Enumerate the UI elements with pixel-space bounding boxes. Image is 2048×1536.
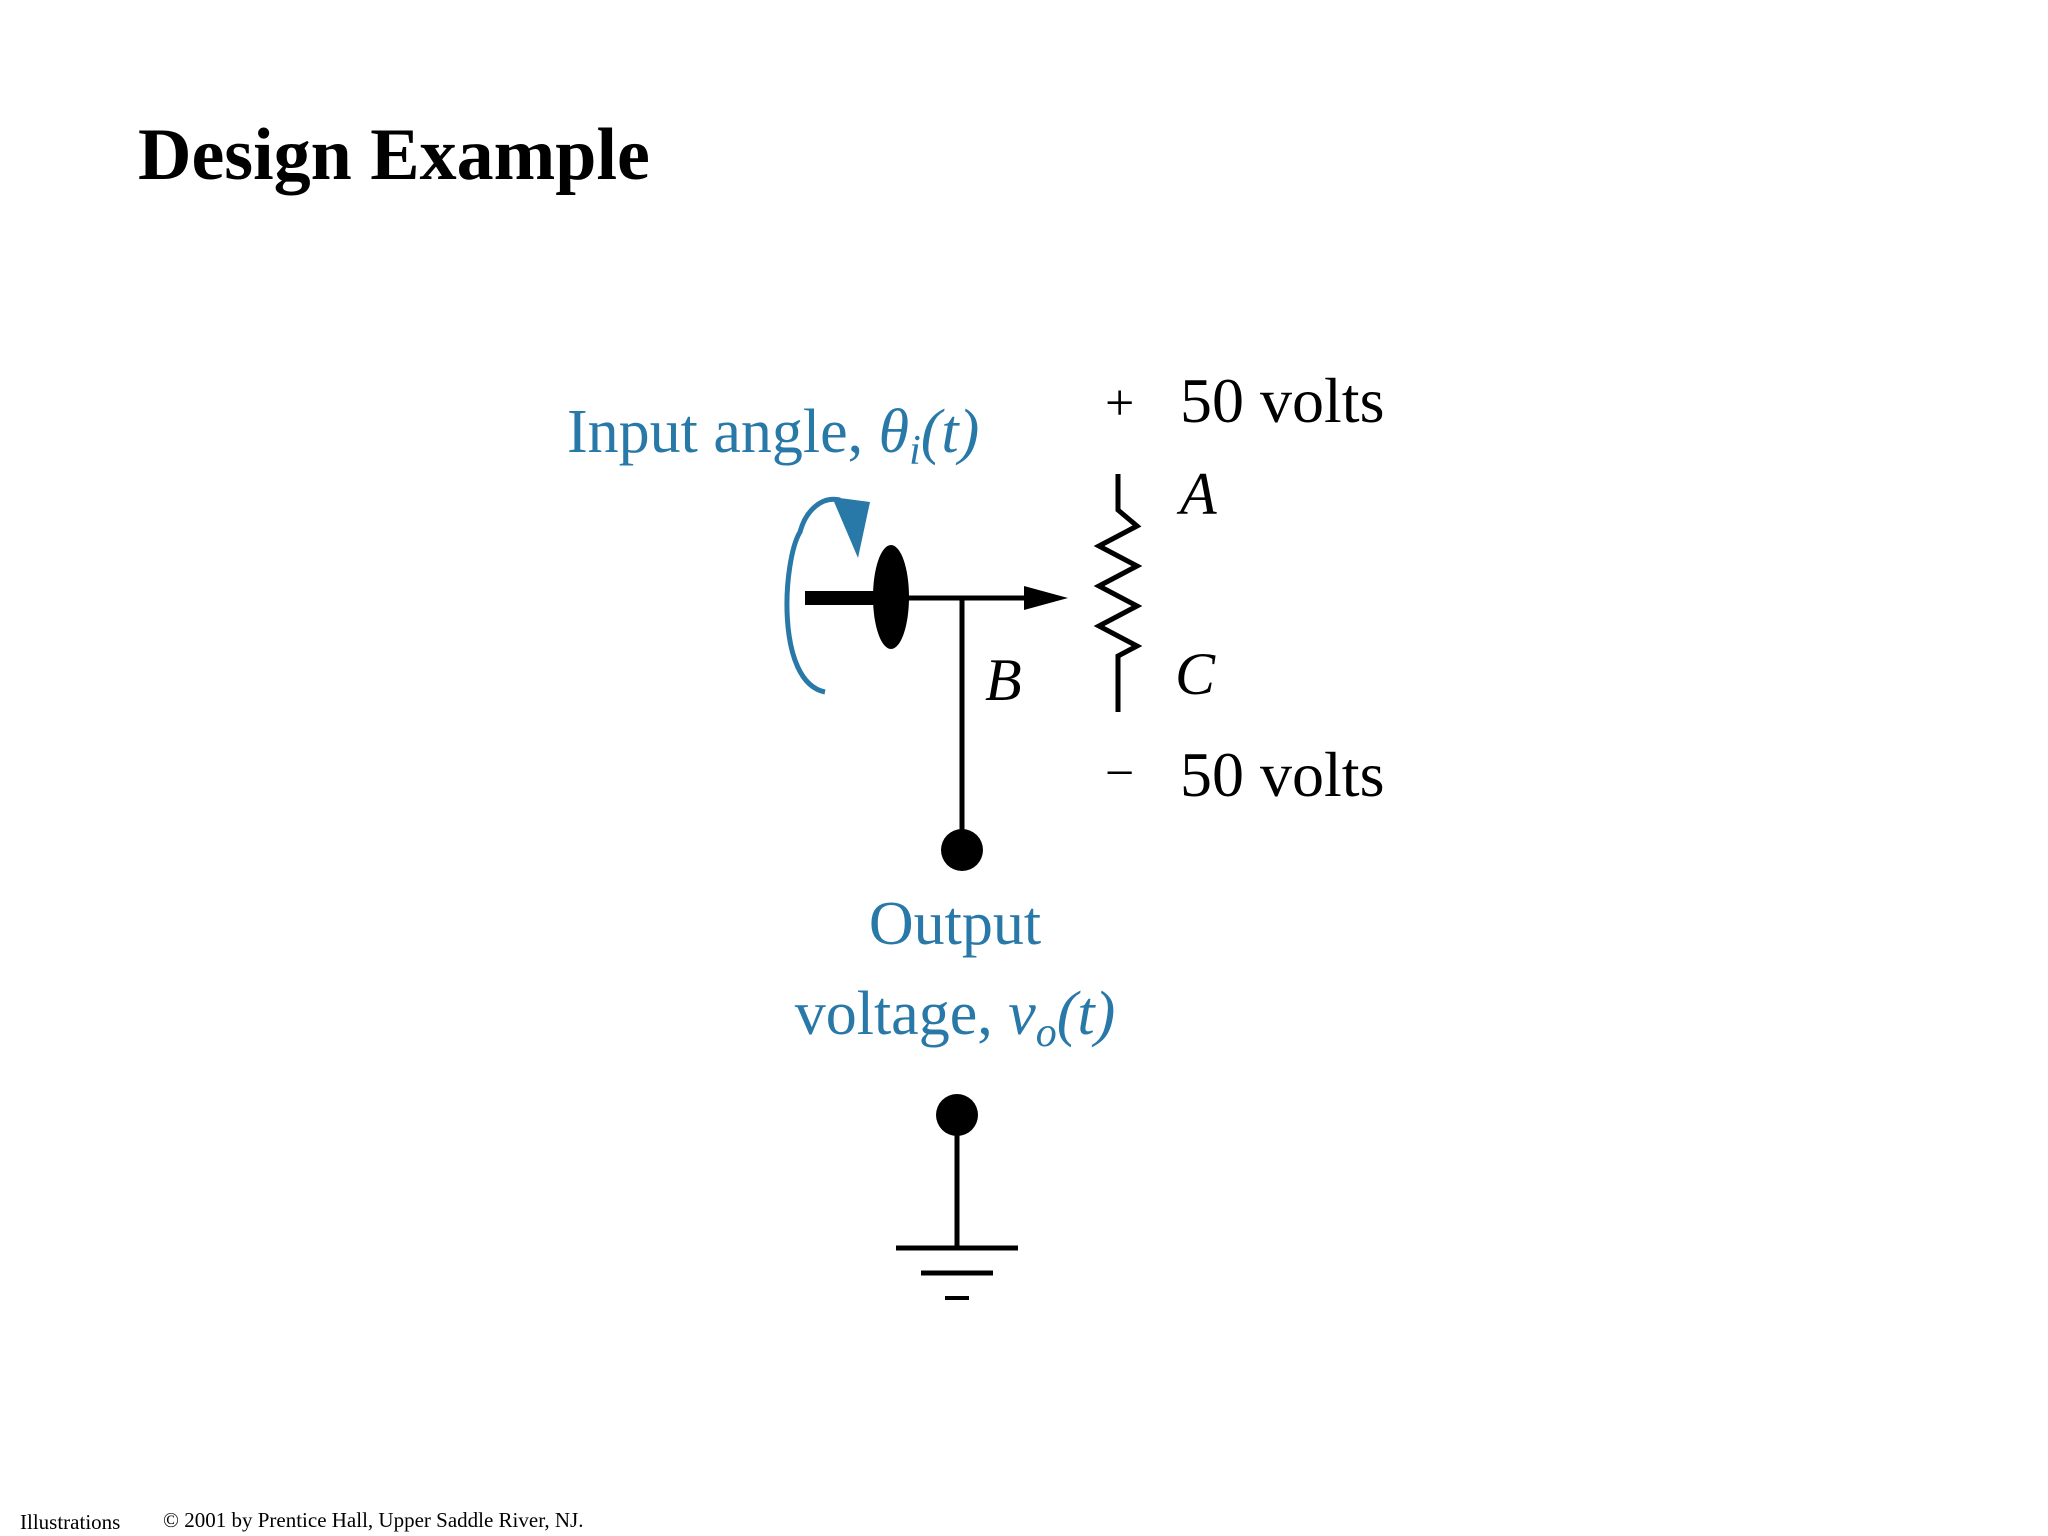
rotation-arrowhead — [832, 497, 870, 558]
output-label-line1: Output — [869, 890, 1041, 958]
wiper-arrowhead — [1024, 586, 1068, 610]
input-angle-label: Input angle, θi(t) — [567, 398, 979, 474]
top-supply-sign: + — [1105, 375, 1134, 432]
slide-title: Design Example — [138, 114, 650, 196]
footer-copyright: © 2001 by Prentice Hall, Upper Saddle Ri… — [163, 1508, 584, 1532]
bottom-supply-voltage: 50 volts — [1180, 739, 1384, 810]
ground-icon — [896, 1245, 1018, 1300]
output-label-line2: voltage, vo(t) — [795, 980, 1116, 1056]
resistor-zigzag — [1093, 474, 1143, 712]
terminal-b-label: B — [985, 647, 1022, 713]
terminal-a-label: A — [1176, 461, 1217, 527]
terminal-c-label: C — [1175, 641, 1216, 707]
top-supply-voltage: 50 volts — [1180, 365, 1384, 436]
footer-illustrations: Illustrations — [20, 1510, 121, 1534]
output-terminal-top — [941, 829, 983, 871]
bottom-supply-sign: − — [1105, 745, 1134, 802]
rotation-arrow — [784, 496, 841, 695]
